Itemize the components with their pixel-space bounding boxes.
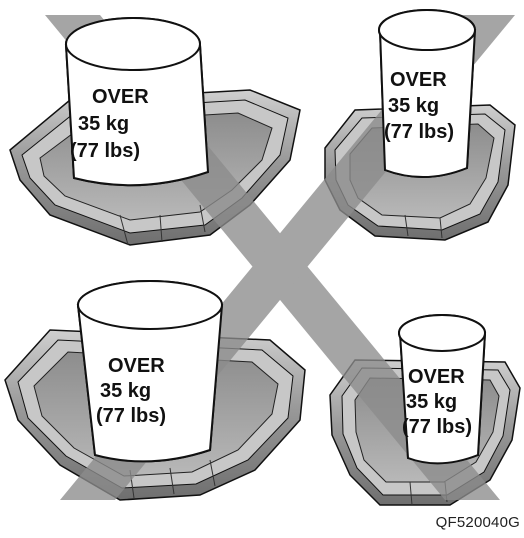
container-top-left-front bbox=[64, 17, 210, 187]
label-bottom-left-line2: 35 kg bbox=[100, 380, 151, 402]
container-bottom-left-front bbox=[76, 280, 224, 463]
label-top-right-line1: OVER bbox=[390, 69, 447, 91]
label-top-left-line3: (77 lbs) bbox=[70, 140, 140, 162]
label-top-left-line2: 35 kg bbox=[78, 113, 129, 135]
container-top-right-front bbox=[378, 9, 477, 178]
label-bottom-left-line1: OVER bbox=[108, 355, 165, 377]
label-bottom-left-line3: (77 lbs) bbox=[96, 405, 166, 427]
label-bottom-right-line3: (77 lbs) bbox=[402, 416, 472, 438]
label-top-left-line1: OVER bbox=[92, 86, 149, 108]
label-top-right-line2: 35 kg bbox=[388, 95, 439, 117]
label-bottom-right-line1: OVER bbox=[408, 366, 465, 388]
label-bottom-right-line2: 35 kg bbox=[406, 391, 457, 413]
container-bottom-right-front bbox=[398, 314, 487, 465]
figure-code: QF520040G bbox=[435, 514, 520, 531]
label-top-right-line3: (77 lbs) bbox=[384, 121, 454, 143]
